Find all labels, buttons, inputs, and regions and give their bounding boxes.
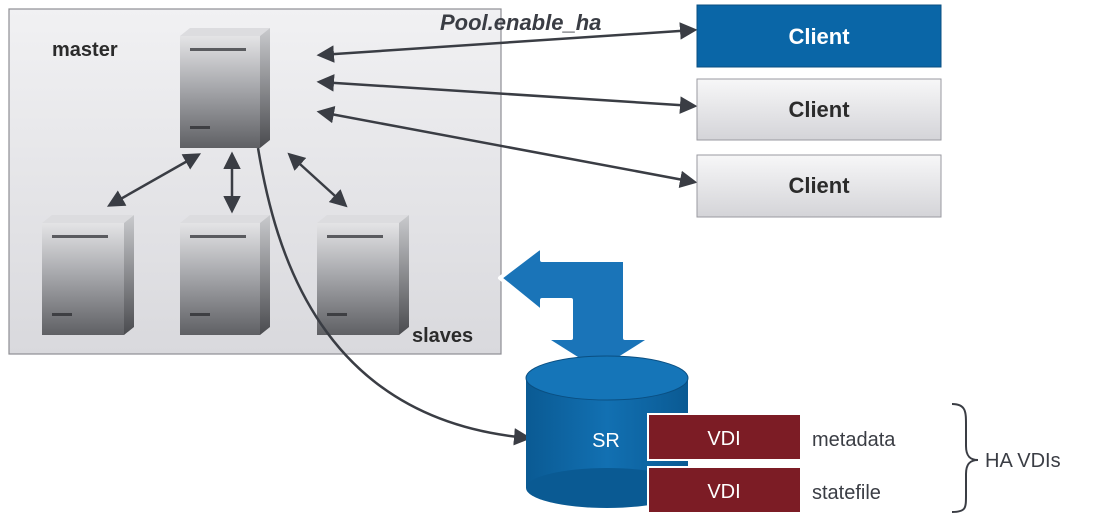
bidirectional-arrow-icon <box>498 244 654 374</box>
client-box: Client <box>696 78 942 141</box>
curly-brace-icon <box>951 403 979 513</box>
master-to-sr-curve <box>256 147 532 446</box>
master-client-arrow <box>316 22 698 63</box>
slaves-label: slaves <box>412 325 473 347</box>
call-label: Pool.enable_ha <box>440 10 601 35</box>
vdi-desc: statefile <box>812 482 881 504</box>
server-icon <box>180 28 270 148</box>
master-client-arrow <box>316 105 698 189</box>
client-label: Client <box>788 97 850 122</box>
server-icon <box>42 215 134 335</box>
master-client-arrow <box>316 74 698 114</box>
vdi-box <box>647 466 802 514</box>
server-icon <box>180 215 270 335</box>
client-label: Client <box>788 173 850 198</box>
master-slave-arrow <box>106 153 202 207</box>
group-label: HA VDIs <box>985 450 1061 472</box>
server-icon <box>317 215 409 335</box>
master-label: master <box>52 39 118 61</box>
client-box-active: Client <box>696 4 942 68</box>
sr-label: SR <box>592 430 620 452</box>
vdi-desc: metadata <box>812 429 896 451</box>
client-label: Client <box>788 24 850 49</box>
client-box: Client <box>696 154 942 218</box>
vdi-box <box>647 413 802 461</box>
vdi-label: VDI <box>707 428 740 450</box>
vdi-label: VDI <box>707 481 740 503</box>
